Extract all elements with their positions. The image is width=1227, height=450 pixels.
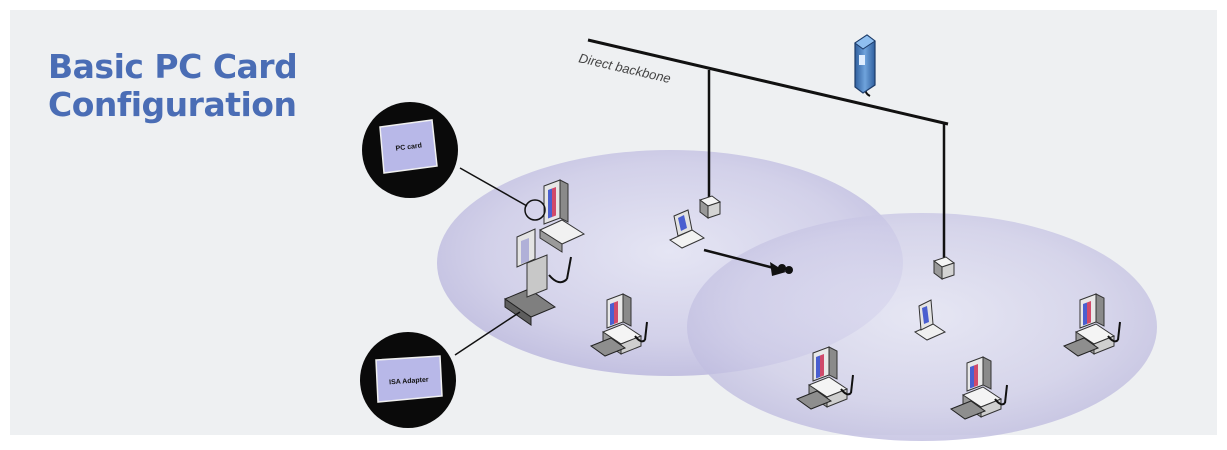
title-line-2: Configuration bbox=[48, 85, 297, 124]
roaming-arrow-line bbox=[703, 248, 775, 270]
roaming-arrow-icon bbox=[770, 262, 786, 276]
pc-card-callout-label: PC card bbox=[395, 142, 422, 152]
isa-adapter-callout-leader bbox=[454, 311, 521, 356]
access-point-right-icon bbox=[932, 256, 956, 280]
server-access-point-icon bbox=[854, 34, 876, 94]
isa-adapter-callout: ISA Adapter bbox=[360, 332, 456, 428]
pc-card-callout: PC card bbox=[362, 102, 458, 198]
portable-computer-right-icon bbox=[913, 299, 947, 341]
pc-card-slot-highlight bbox=[524, 199, 546, 221]
access-point-left-icon bbox=[698, 195, 722, 219]
portable-computer-icon bbox=[668, 209, 706, 249]
isa-adapter-callout-label: ISA Adapter bbox=[389, 377, 429, 387]
title-line-1: Basic PC Card bbox=[48, 47, 298, 86]
isa-adapter-workstation-icon bbox=[503, 228, 572, 326]
pc-card-callout-leader bbox=[459, 167, 528, 207]
pc-card-workstation-icon bbox=[538, 179, 586, 253]
roaming-target-icon bbox=[778, 264, 793, 274]
page-title: Basic PC Card Configuration bbox=[48, 47, 298, 124]
backbone-line bbox=[587, 38, 949, 126]
